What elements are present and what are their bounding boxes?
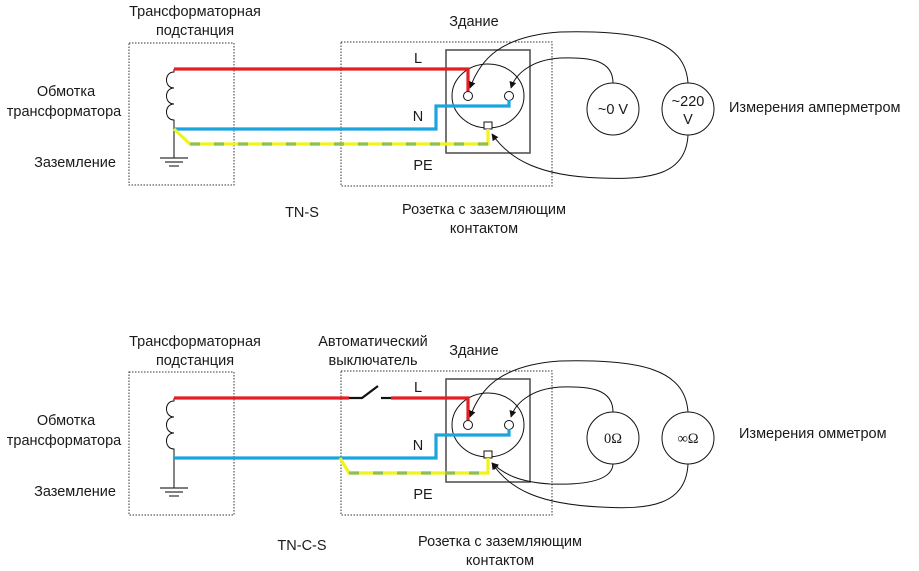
socket-pin-N (504, 91, 514, 101)
system-label: TN-S (285, 205, 319, 221)
breaker-label-line1: Автоматический (318, 334, 427, 350)
transformer-coil-icon (166, 69, 175, 128)
wire-PE-label: PE (413, 487, 433, 503)
wire-L-label: L (414, 380, 422, 396)
meter-2-reading: ∞Ω (677, 431, 698, 447)
socket-label-line2: контактом (450, 221, 518, 237)
building-box (340, 370, 553, 516)
measurement-label: Измерения омметром (739, 426, 887, 442)
wire-N (174, 100, 511, 131)
wire-N-label: N (413, 109, 423, 125)
substation-label-line2: подстанция (156, 353, 234, 369)
socket-label-line2: контактом (466, 553, 534, 569)
system-label: TN-C-S (277, 538, 326, 554)
ground-symbol-icon (160, 458, 188, 497)
socket-label-line1: Розетка с заземляющим (418, 534, 582, 550)
grounding-label: Заземление (34, 155, 116, 171)
building-box (340, 41, 553, 187)
winding-label-line2: трансформатора (7, 433, 122, 449)
probe-lead-meter1-N (509, 386, 614, 418)
wire-L-label: L (414, 51, 422, 67)
building-label: Здание (449, 343, 498, 359)
wire-L-after-breaker (391, 396, 470, 420)
substation-label-line1: Трансформаторная (129, 4, 261, 20)
socket-box (445, 378, 531, 483)
meter-2-reading-line1: ~220 (672, 94, 705, 110)
meter-2-reading-line2: V (683, 112, 693, 128)
substation-box (128, 371, 235, 516)
wire-N (174, 429, 511, 460)
diagram-tn-s: Трансформаторная подстанция Обмотка тран… (7, 4, 901, 237)
probe-lead-meter2-PE (491, 462, 689, 509)
socket-box (445, 49, 531, 154)
probe-lead-meter1-PE (491, 462, 614, 485)
substation-label-line1: Трансформаторная (129, 334, 261, 350)
winding-label-line1: Обмотка (37, 84, 96, 100)
measurement-label: Измерения амперметром (729, 100, 901, 116)
probe-lead-meter2-L (468, 360, 689, 418)
transformer-coil-icon (166, 398, 175, 458)
substation-label-line2: подстанция (156, 23, 234, 39)
wire-L (174, 67, 470, 91)
building-label: Здание (449, 14, 498, 30)
wire-PE-label: PE (413, 158, 433, 174)
wire-N-label: N (413, 438, 423, 454)
winding-label-line2: трансформатора (7, 104, 122, 120)
meter-1-reading: ~0 V (598, 102, 629, 118)
meter-1-reading: 0Ω (604, 431, 622, 447)
wire-PE (172, 127, 490, 146)
circuit-breaker-switch-icon (349, 385, 391, 400)
socket-ground-contact (483, 121, 493, 130)
ground-symbol-icon (160, 128, 188, 167)
substation-box (128, 42, 235, 186)
socket-pin-L (463, 91, 473, 101)
socket-pin-L (463, 420, 473, 430)
socket-ground-contact (483, 450, 493, 459)
breaker-label-line2: выключатель (328, 353, 417, 369)
diagram-tn-c-s: Трансформаторная подстанция Автоматическ… (7, 334, 887, 569)
probe-lead-meter2-L (468, 31, 689, 89)
wire-PE (338, 457, 490, 475)
socket-pin-N (504, 420, 514, 430)
grounding-label: Заземление (34, 484, 116, 500)
probe-lead-meter2-PE (491, 133, 689, 179)
probe-lead-meter1-N (509, 57, 614, 89)
socket-label-line1: Розетка с заземляющим (402, 202, 566, 218)
winding-label-line1: Обмотка (37, 413, 96, 429)
